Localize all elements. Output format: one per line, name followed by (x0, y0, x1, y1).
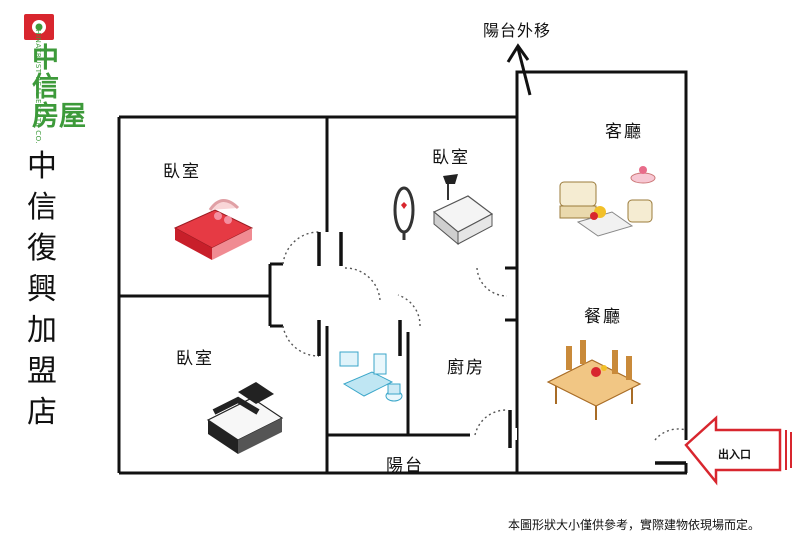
store-title-char: 中 (27, 149, 57, 184)
disclaimer-note: 本圖形狀大小僅供參考，實際建物依現場而定。 (507, 518, 760, 532)
room-label-living-room: 客廳 (605, 122, 643, 142)
room-label-bedroom-top-middle: 臥室 (432, 148, 470, 168)
room-label-kitchen: 廚房 (447, 358, 485, 378)
red-bed-icon (173, 199, 254, 260)
dining-table-set-icon (546, 340, 642, 420)
room-label-balcony: 陽台 (386, 456, 424, 476)
balcony-moved-annotation: 陽台外移 (483, 21, 552, 40)
door-leaves (317, 232, 686, 465)
entrance-label: 出入口 (718, 448, 751, 461)
store-title-char: 信 (27, 190, 57, 225)
living-room-sofa-set-icon (559, 166, 656, 237)
room-label-bedroom-bottom-left: 臥室 (176, 349, 214, 369)
openings (283, 232, 692, 463)
store-title-char: 店 (27, 395, 57, 430)
store-title-char: 加 (27, 313, 57, 348)
brand-name: 中信房屋 (32, 43, 86, 132)
room-label-bedroom-top-left: 臥室 (163, 162, 201, 182)
door-swings (282, 231, 687, 441)
brand-logo: 中信房屋 CHINATRUST REAL ESTATE CO. (8, 10, 88, 144)
store-title-char: 興 (27, 272, 57, 307)
store-title-char: 復 (27, 231, 57, 266)
store-title: 中 信 復 興 加 盟 店 (22, 146, 62, 433)
room-label-dining-room: 餐廳 (584, 307, 622, 327)
bed-with-mirror-icon (393, 174, 494, 246)
logo-emblem-icon (24, 14, 54, 40)
black-white-bed-icon (206, 382, 284, 454)
balcony-arrow-icon (506, 43, 532, 96)
entrance-arrow-icon (684, 415, 792, 486)
bathroom-fixtures-icon (339, 351, 403, 402)
store-title-char: 盟 (27, 354, 57, 389)
